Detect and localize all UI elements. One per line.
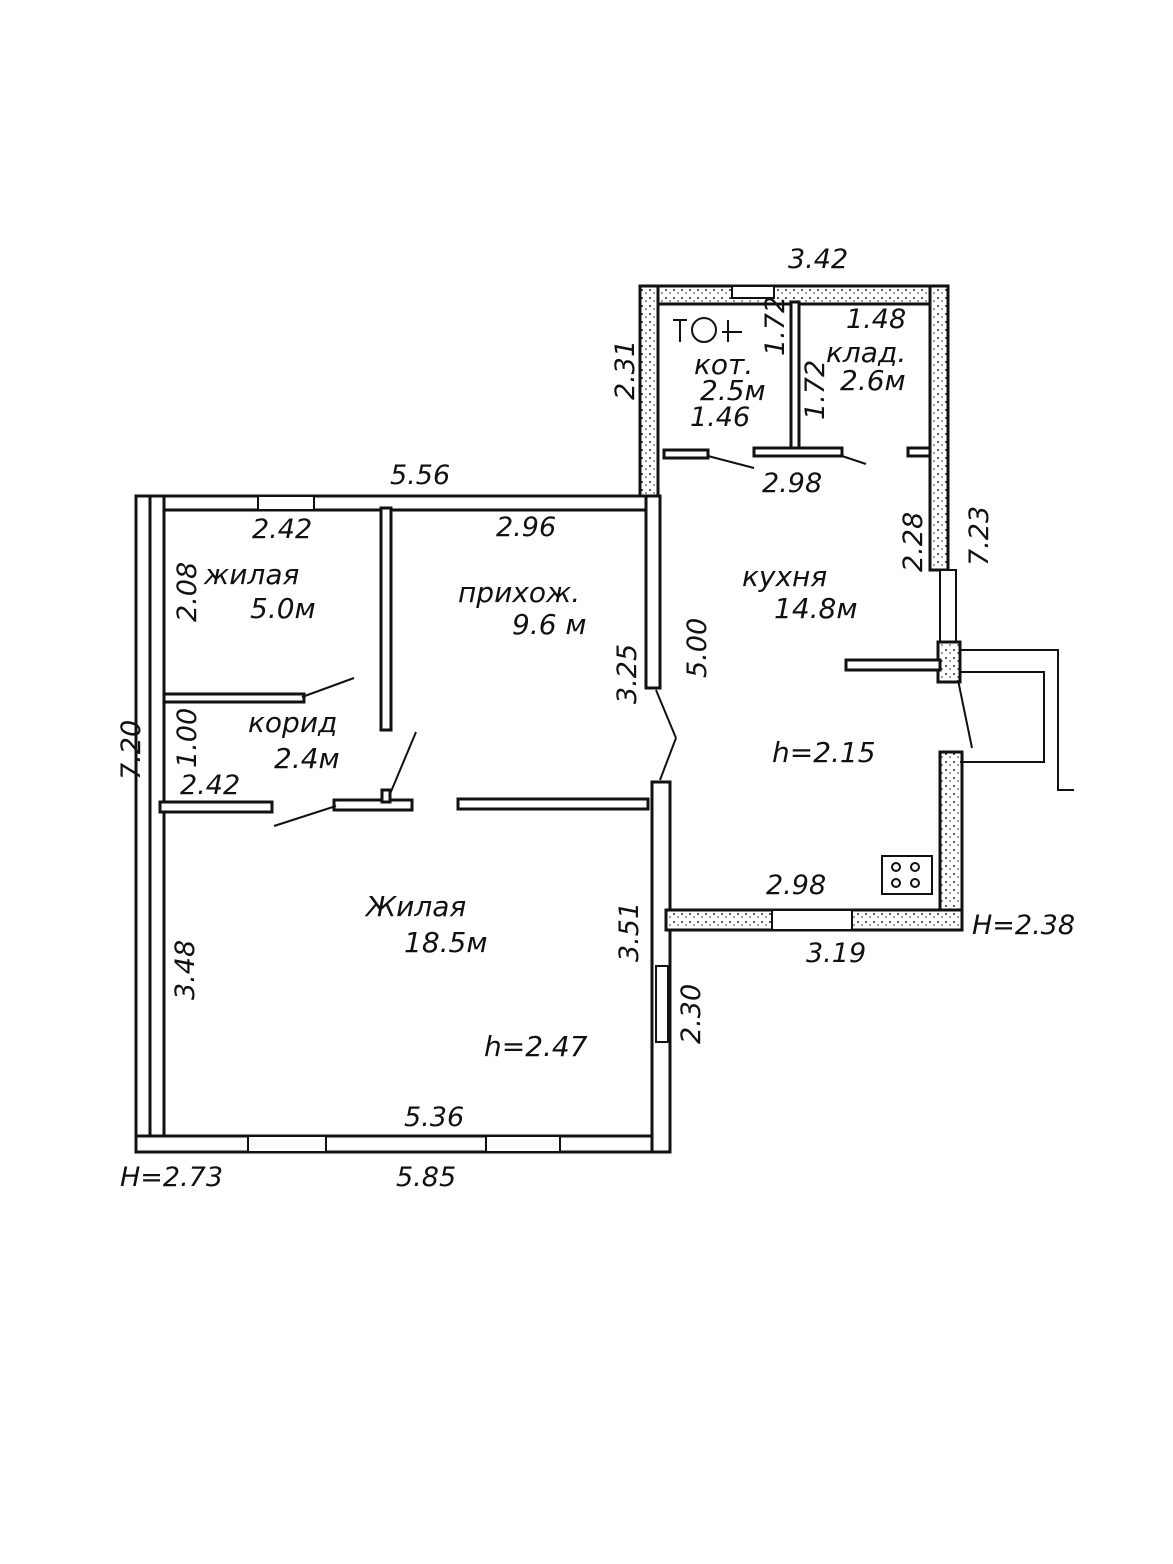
room-kitchen-name: кухня (742, 560, 827, 593)
dim-top-main: 5.56 (390, 460, 450, 491)
dim-kitchen-bottom: 2.98 (766, 870, 826, 901)
dim-hallway-right: 3.25 (612, 644, 643, 704)
main-house-walls (134, 494, 672, 1154)
dim-height-main: H=2.73 (120, 1162, 223, 1193)
porch (960, 649, 1074, 791)
dim-small-room-left: 2.08 (172, 562, 203, 622)
dim-bottom-total: 5.85 (396, 1162, 456, 1193)
room-boiler-name: кот. (694, 348, 753, 381)
room-corridor-area: 2.4м (274, 742, 340, 775)
room-kitchen-area: 14.8м (774, 592, 857, 625)
dim-height-annex: H=2.38 (972, 910, 1075, 941)
annex-interior (662, 300, 973, 895)
room-living-large-area: 18.5м (404, 926, 487, 959)
dim-pantry-side: 1.72 (800, 360, 831, 420)
dim-large-room-bottom-inner: 5.36 (404, 1102, 464, 1133)
dim-hallway-top: 2.96 (496, 512, 556, 543)
main-windows (247, 495, 669, 1153)
dim-boiler-side: 1.72 (760, 296, 791, 356)
dim-small-room-top: 2.42 (252, 514, 312, 545)
dim-top-annex: 3.42 (788, 244, 848, 275)
dim-annex-left: 2.31 (610, 340, 641, 400)
dim-pantry-top: 1.48 (846, 304, 906, 335)
dim-boiler-bottom: 1.46 (690, 402, 750, 433)
room-kitchen-height: h=2.15 (772, 736, 876, 769)
dim-annex-right-total: 7.23 (964, 506, 995, 566)
room-corridor-name: корид (248, 706, 337, 739)
room-living-large-name: Жилая (364, 890, 466, 923)
room-pantry-name: клад. (826, 336, 906, 369)
room-hallway-area: 9.6 м (512, 608, 587, 641)
main-interior-walls (158, 506, 677, 827)
annex-windows (731, 285, 853, 931)
room-boiler-area: 2.5м (700, 374, 766, 407)
dim-side-2-30: 2.30 (676, 984, 707, 1044)
room-pantry-area: 2.6м (840, 364, 906, 397)
dim-annex-bottom: 3.19 (806, 938, 866, 969)
dim-corridor-bottom: 2.42 (180, 770, 240, 801)
dim-kitchen-right-upper: 2.28 (898, 512, 929, 572)
dim-corridor-left: 1.00 (172, 708, 203, 768)
dim-kitchen-left: 5.00 (682, 618, 713, 678)
dim-left-total: 7.20 (116, 720, 147, 780)
dim-kitchen-top: 2.98 (762, 468, 822, 499)
room-living-large-height: h=2.47 (484, 1030, 588, 1063)
room-hallway-name: прихож. (458, 576, 580, 609)
room-living-small-area: 5.0м (250, 592, 316, 625)
dim-large-room-right: 3.51 (614, 902, 645, 962)
room-living-small-name: жилая (203, 558, 299, 591)
dim-large-room-left: 3.48 (170, 940, 201, 1000)
